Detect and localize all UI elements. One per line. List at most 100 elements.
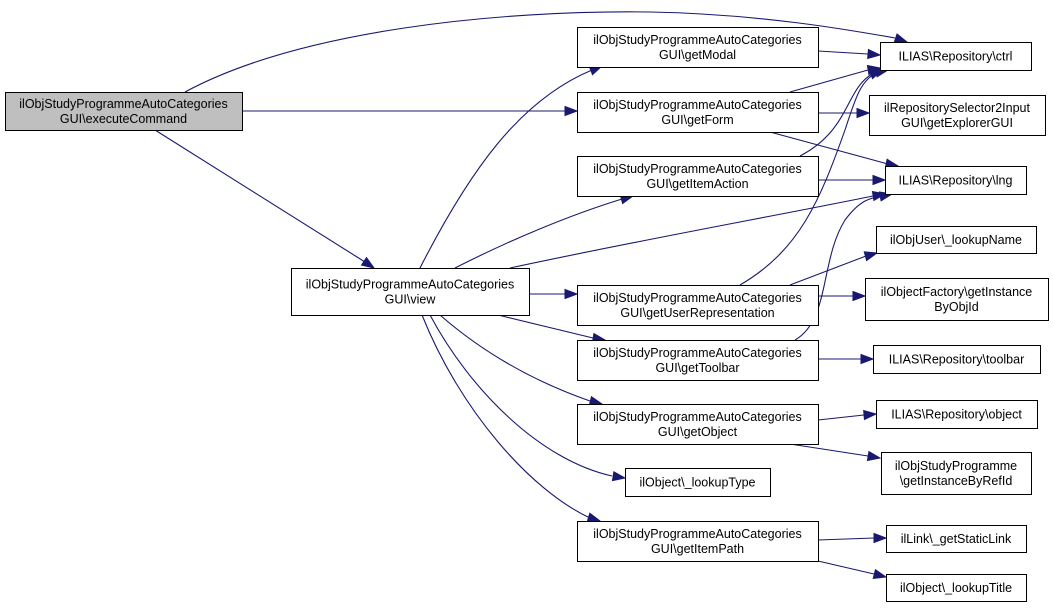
- node-label-line: ilObjStudyProgramme: [895, 459, 1017, 473]
- edge-getToolbar-to-toolbar: [818, 353, 875, 365]
- node-getObject[interactable]: ilObjStudyProgrammeAutoCategoriesGUI\get…: [577, 404, 819, 445]
- node-label-line: GUI\getItemPath: [651, 542, 744, 556]
- node-box[interactable]: [876, 400, 1038, 429]
- node-box[interactable]: [577, 156, 819, 197]
- node-label-line: ilObjUser\_lookupName: [890, 233, 1022, 247]
- edge-line: [769, 131, 889, 165]
- node-object[interactable]: ILIAS\Repository\object: [876, 400, 1038, 429]
- edge-line: [789, 255, 867, 286]
- node-box[interactable]: [886, 574, 1027, 602]
- node-label-line: ilObject\_lookupType: [639, 476, 755, 490]
- node-label-line: ilObjStudyProgrammeAutoCategories: [593, 291, 801, 305]
- node-box[interactable]: [873, 345, 1041, 374]
- arrowhead-icon: [863, 409, 878, 421]
- node-lookupTitle[interactable]: ilObject\_lookupTitle: [886, 574, 1027, 602]
- arrowhead-icon: [360, 256, 376, 269]
- node-getItemPath[interactable]: ilObjStudyProgrammeAutoCategoriesGUI\get…: [577, 521, 819, 562]
- node-label-line: GUI\getModal: [659, 48, 736, 62]
- node-label-line: ILIAS\Repository\lng: [899, 174, 1013, 188]
- node-label-line: ilObjStudyProgrammeAutoCategories: [593, 527, 801, 541]
- edge-view-to-lookupType: [429, 314, 627, 482]
- node-label-line: ilLink\_getStaticLink: [901, 532, 1012, 546]
- node-label-line: ilObject\_lookupTitle: [900, 581, 1012, 595]
- edge-executeCommand-to-view: [154, 129, 376, 269]
- arrowhead-icon: [867, 48, 882, 60]
- node-getUserRepresentation[interactable]: ilObjStudyProgrammeAutoCategoriesGUI\get…: [577, 285, 819, 326]
- edge-line: [429, 314, 613, 477]
- node-box[interactable]: [869, 95, 1046, 136]
- node-label-line: ILIAS\Repository\toolbar: [889, 353, 1025, 367]
- node-lookupName[interactable]: ilObjUser\_lookupName: [876, 226, 1037, 254]
- edge-line: [817, 560, 875, 575]
- node-getForm[interactable]: ilObjStudyProgrammeAutoCategoriesGUI\get…: [577, 92, 819, 133]
- node-label-line: ilObjStudyProgrammeAutoCategories: [19, 97, 227, 111]
- node-label-line: ilObjStudyProgrammeAutoCategories: [593, 33, 801, 47]
- edge-line: [817, 537, 875, 541]
- node-box[interactable]: [5, 92, 243, 131]
- node-label-line: ilObjStudyProgrammeAutoCategories: [593, 162, 801, 176]
- node-box[interactable]: [880, 42, 1032, 71]
- edge-line: [817, 414, 865, 421]
- node-label-line: ilObjStudyProgrammeAutoCategories: [593, 98, 801, 112]
- node-label-line: ByObjId: [934, 300, 979, 314]
- edge-line: [439, 314, 591, 402]
- edge-getItemPath-to-lookupTitle: [817, 560, 888, 580]
- node-box[interactable]: [876, 226, 1037, 254]
- edge-line: [739, 71, 879, 286]
- node-lng[interactable]: ILIAS\Repository\lng: [885, 166, 1027, 195]
- node-label-line: GUI\getExplorerGUI: [901, 116, 1013, 130]
- edge-line: [789, 69, 869, 93]
- arrowhead-icon: [860, 353, 875, 365]
- edge-view-to-getUserRepresentation: [529, 288, 579, 300]
- arrowhead-icon: [564, 288, 579, 300]
- node-label-line: GUI\getToolbar: [655, 361, 739, 375]
- node-getToolbar[interactable]: ilObjStudyProgrammeAutoCategoriesGUI\get…: [577, 340, 819, 381]
- node-box[interactable]: [577, 404, 819, 445]
- node-box[interactable]: [577, 92, 819, 133]
- node-box[interactable]: [577, 285, 819, 326]
- node-getStaticLink[interactable]: ilLink\_getStaticLink: [886, 525, 1027, 553]
- node-getItemAction[interactable]: ilObjStudyProgrammeAutoCategoriesGUI\get…: [577, 156, 819, 197]
- edge-view-to-lng: [509, 190, 887, 269]
- node-box[interactable]: [865, 278, 1049, 321]
- node-box[interactable]: [577, 340, 819, 381]
- arrowhead-icon: [852, 290, 867, 302]
- edge-line: [154, 129, 366, 263]
- node-getInstanceByRefId[interactable]: ilObjStudyProgramme\getInstanceByRefId: [881, 452, 1032, 495]
- node-label-line: ilObjectFactory\getInstance: [881, 285, 1033, 299]
- node-lookupType[interactable]: ilObject\_lookupType: [625, 468, 771, 497]
- nodes-layer: ilObjStudyProgrammeAutoCategoriesGUI\exe…: [5, 27, 1049, 602]
- node-box[interactable]: [885, 166, 1027, 195]
- edge-line: [421, 314, 591, 519]
- node-label-line: GUI\getObject: [658, 425, 738, 439]
- node-box[interactable]: [577, 521, 819, 562]
- edge-line: [789, 443, 869, 457]
- node-toolbar[interactable]: ILIAS\Repository\toolbar: [873, 345, 1041, 374]
- node-view[interactable]: ilObjStudyProgrammeAutoCategoriesGUI\vie…: [291, 268, 530, 316]
- node-label-line: ILIAS\Repository\object: [891, 408, 1022, 422]
- arrowhead-icon: [872, 568, 888, 580]
- node-label-line: ilObjStudyProgrammeAutoCategories: [593, 346, 801, 360]
- edge-line: [454, 198, 623, 269]
- node-box[interactable]: [625, 468, 771, 497]
- node-getExplorerGUI[interactable]: ilRepositorySelector2InputGUI\getExplore…: [869, 95, 1046, 136]
- node-label-line: GUI\getUserRepresentation: [620, 306, 774, 320]
- edge-getModal-to-ctrl: [817, 48, 882, 60]
- arrowhead-icon: [586, 512, 602, 523]
- arrowhead-icon: [872, 174, 887, 186]
- edge-getItemPath-to-getStaticLink: [817, 532, 888, 544]
- node-box[interactable]: [881, 452, 1032, 495]
- node-getModal[interactable]: ilObjStudyProgrammeAutoCategoriesGUI\get…: [577, 27, 819, 68]
- node-box[interactable]: [886, 525, 1027, 553]
- node-label-line: GUI\executeCommand: [60, 112, 187, 126]
- node-label-line: ilObjStudyProgrammeAutoCategories: [306, 278, 514, 292]
- node-ctrl[interactable]: ILIAS\Repository\ctrl: [880, 42, 1032, 71]
- edge-getUserRepresentation-to-lookupName: [789, 251, 879, 286]
- node-executeCommand[interactable]: ilObjStudyProgrammeAutoCategoriesGUI\exe…: [5, 92, 243, 131]
- node-box[interactable]: [577, 27, 819, 68]
- node-box[interactable]: [291, 268, 530, 316]
- edge-line: [497, 314, 594, 339]
- edge-getItemAction-to-lng: [818, 174, 887, 186]
- node-label-line: ilObjStudyProgrammeAutoCategories: [593, 410, 801, 424]
